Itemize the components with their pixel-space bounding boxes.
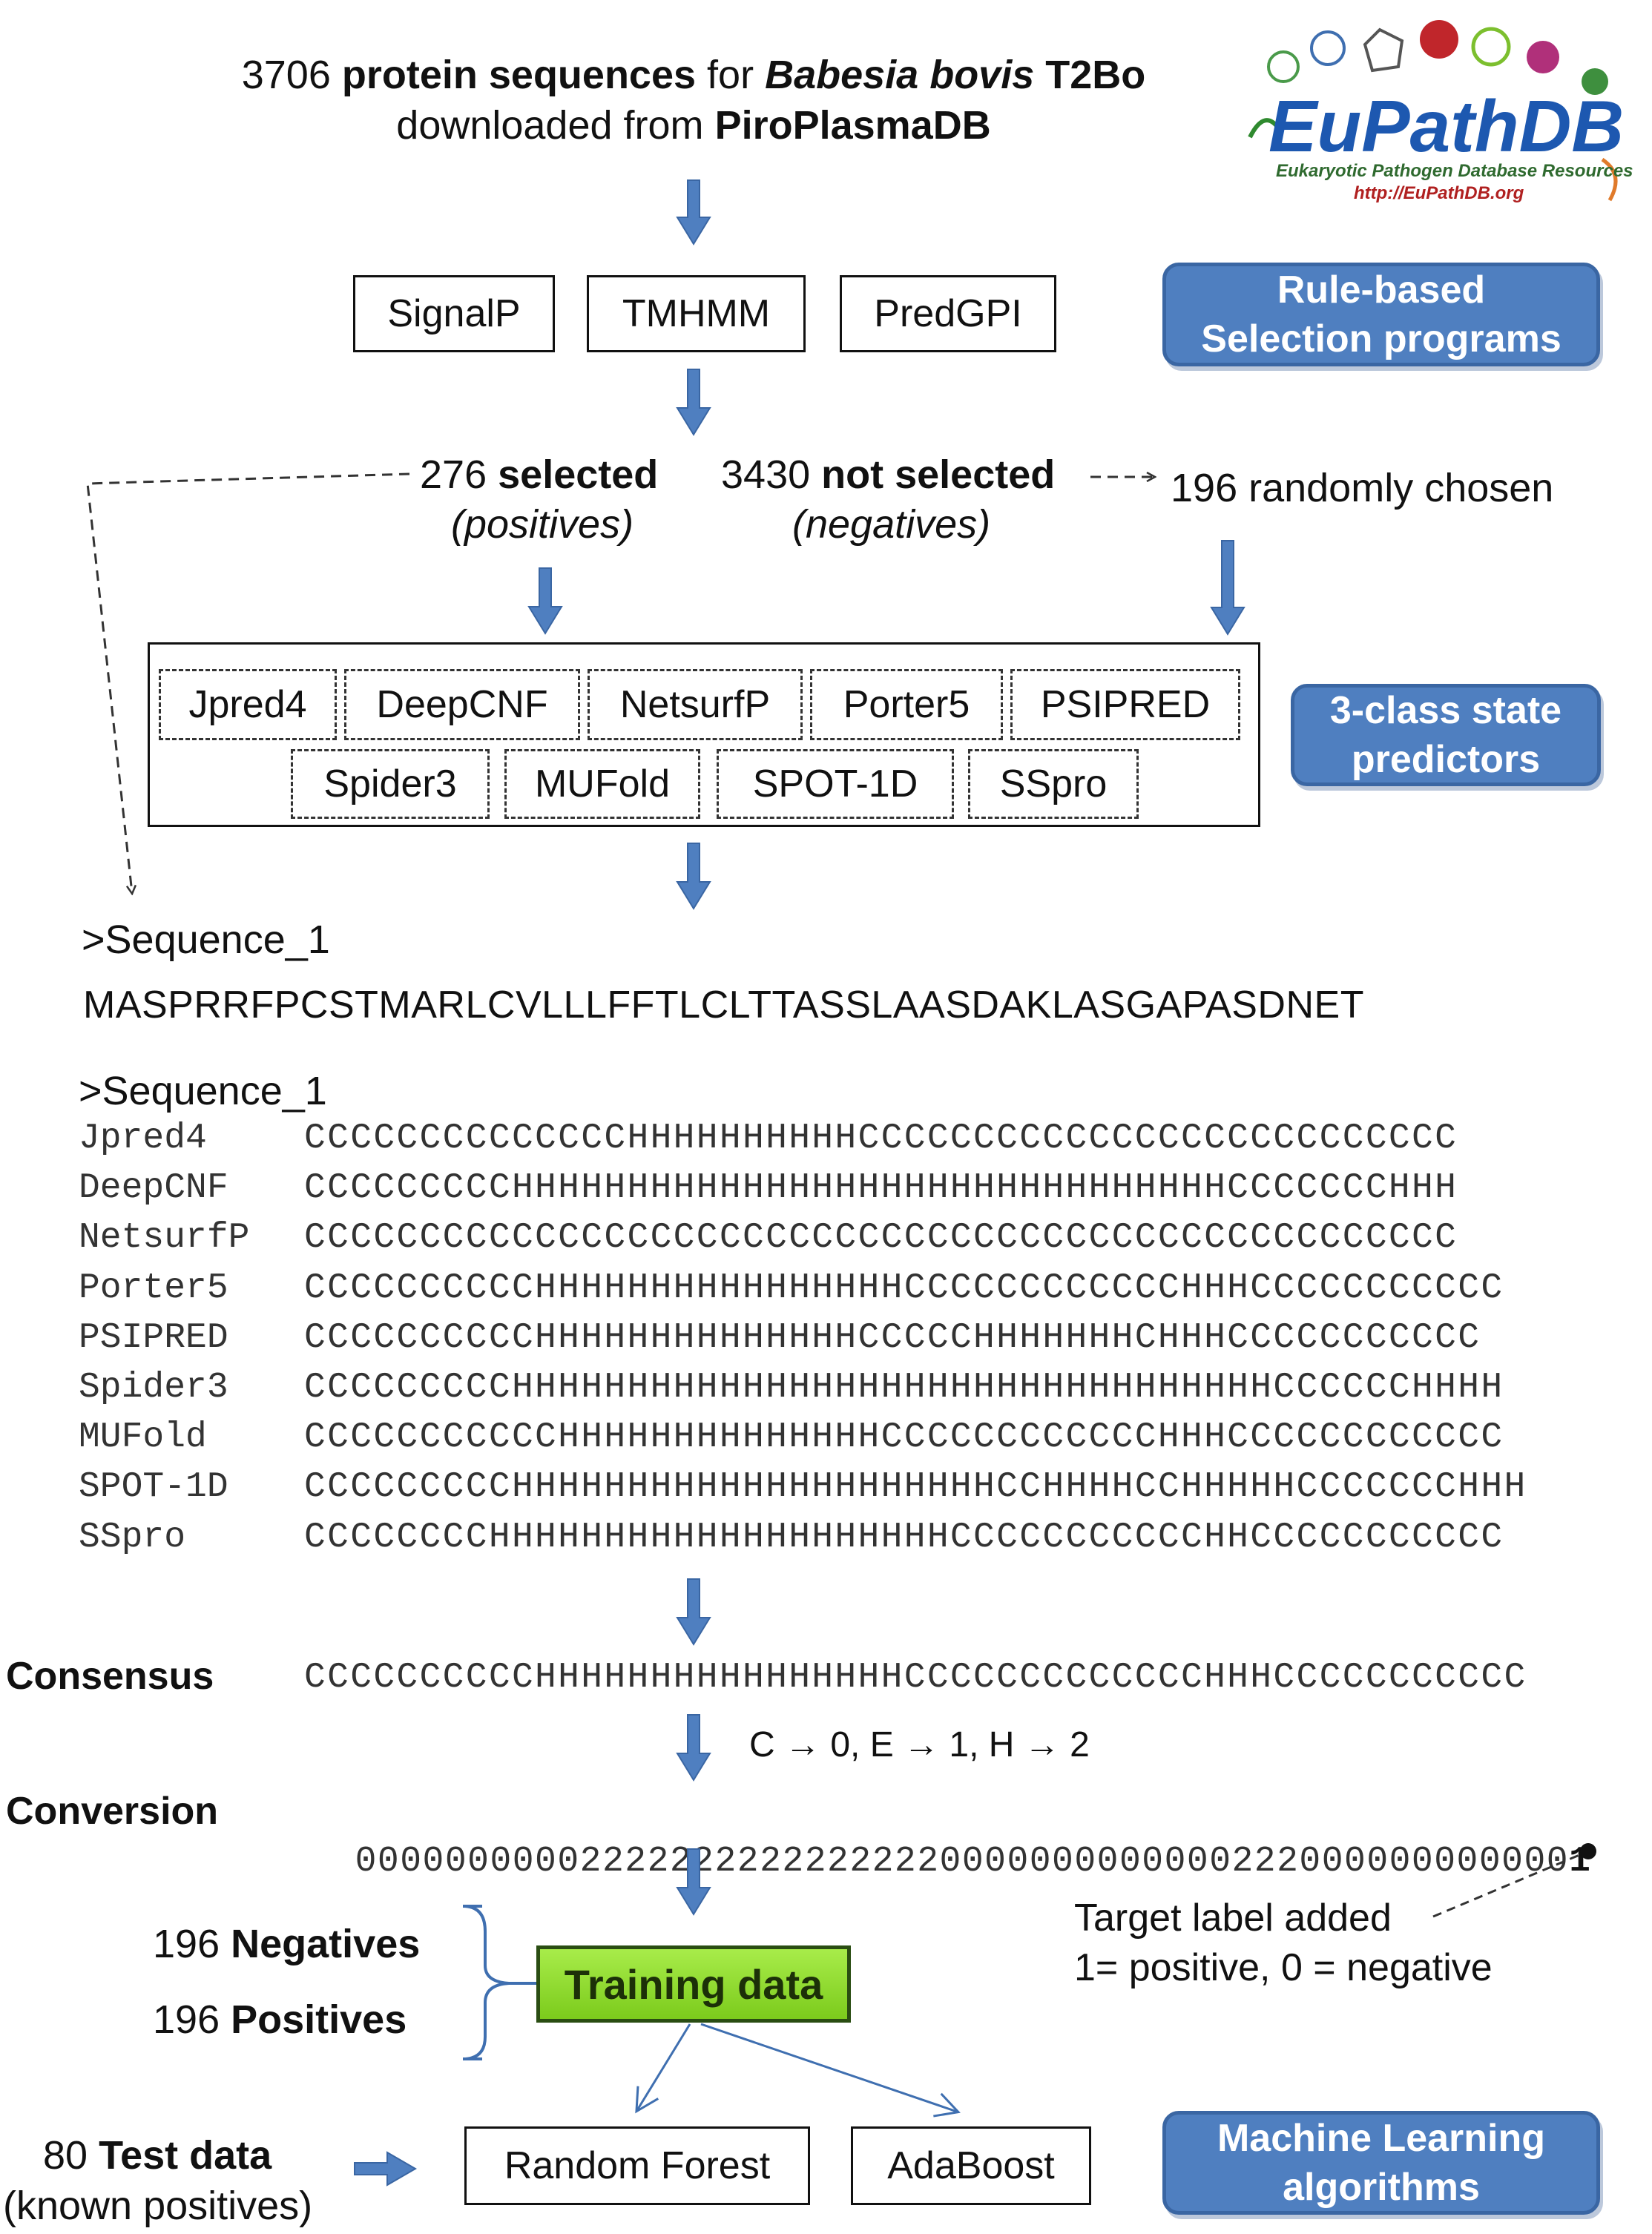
prediction-row: NetsurfP CCCCCCCCCCCCCCCCCCCCCCCCCCCCCCCC…	[79, 1213, 1458, 1262]
prediction-row: DeepCNF CCCCCCCCCHHHHHHHHHHHHHHHHHHHHHHHH…	[79, 1164, 1458, 1213]
down-arrow-4	[676, 1578, 711, 1646]
selected-line: 276 selected	[420, 452, 659, 497]
down-arrow-3	[676, 843, 711, 910]
down-arrow-5	[676, 1714, 711, 1782]
predictor-name: NetsurfP	[79, 1218, 250, 1259]
predictor-panel	[148, 642, 1260, 827]
eupathdb-logo: EuPathDB Eukaryotic Pathogen Database Re…	[1217, 11, 1647, 215]
prediction-row: PSIPRED CCCCCCCCCCHHHHHHHHHHHHHHCCCCCHHHH…	[79, 1314, 1481, 1363]
header-line-1: 3706 protein sequences for Babesia bovis…	[241, 53, 1146, 97]
predicted-structure: CCCCCCCCCCHHHHHHHHHHHHHHCCCCCHHHHHHHCHHH…	[304, 1317, 1481, 1358]
down-arrow-6	[676, 1848, 711, 1916]
predictor-name: MUFold	[79, 1417, 207, 1458]
right-arrow-test	[354, 2151, 417, 2187]
negatives-sub: (negatives)	[792, 502, 991, 547]
fasta-sequence: MASPRRFPCSTMARLCVLLLFFTLCLTTASSLAASDAKLA…	[83, 983, 1364, 1027]
prediction-row: Jpred4 CCCCCCCCCCCCCCHHHHHHHHHHCCCCCCCCCC…	[79, 1114, 1458, 1163]
ml-label: Machine Learning algorithms	[1162, 2111, 1600, 2215]
adaboost-box: AdaBoost	[851, 2126, 1091, 2205]
random-forest-box: Random Forest	[464, 2126, 810, 2205]
prediction-row: Spider3 CCCCCCCCCHHHHHHHHHHHHHHHHHHHHHHHH…	[79, 1363, 1504, 1412]
prediction-header: >Sequence_1	[79, 1069, 327, 1113]
predictor-name: PSIPRED	[79, 1317, 228, 1358]
target-dot	[1580, 1843, 1596, 1859]
dashed-connector-positives	[86, 472, 410, 893]
arrow-to-random-forest	[635, 2023, 691, 2114]
logo-name: EuPathDB	[1268, 85, 1625, 167]
fasta-header: >Sequence_1	[82, 917, 330, 962]
predictor-porter5: Porter5	[810, 669, 1003, 740]
predictor-name: Jpred4	[79, 1118, 207, 1159]
rule-based-label: Rule-based Selection programs	[1162, 263, 1600, 366]
prediction-row: SSpro CCCCCCCCHHHHHHHHHHHHHHHHHHHHCCCCCCC…	[79, 1513, 1504, 1562]
mapping-rule: C → 0, E → 1, H → 2	[749, 1725, 1090, 1765]
prediction-row: SPOT-1D CCCCCCCCCHHHHHHHHHHHHHHHHHHHHHCCH…	[79, 1463, 1527, 1512]
predicted-structure: CCCCCCCCCCHHHHHHHHHHHHHHHHCCCCCCCCCCCCHH…	[304, 1268, 1504, 1308]
logo-url: http://EuPathDB.org	[1354, 183, 1524, 203]
predicted-structure: CCCCCCCCCCCHHHHHHHHHHHHHHCCCCCCCCCCCCHHH…	[304, 1417, 1504, 1458]
down-arrow-2	[676, 369, 711, 436]
prediction-row: Porter5 CCCCCCCCCCHHHHHHHHHHHHHHHHCCCCCCC…	[79, 1264, 1504, 1313]
predicted-structure: CCCCCCCCCCCCCCHHHHHHHHHHCCCCCCCCCCCCCCCC…	[304, 1118, 1458, 1159]
training-data-box: Training data	[536, 1945, 851, 2023]
predictor-name: Spider3	[79, 1368, 228, 1408]
tmhmm-box: TMHMM	[587, 275, 806, 352]
brace-icon	[462, 1905, 510, 2060]
test-data-sub: (known positives)	[3, 2184, 313, 2228]
positives-sub: (positives)	[451, 502, 634, 547]
logo-tagline: Eukaryotic Pathogen Database Resources	[1276, 161, 1633, 181]
conversion-label: Conversion	[6, 1790, 219, 1833]
random-chosen: 196 randomly chosen	[1171, 466, 1554, 510]
target-note-1: Target label added	[1074, 1897, 1392, 1940]
predicted-structure: CCCCCCCCHHHHHHHHHHHHHHHHHHHHCCCCCCCCCCCH…	[304, 1517, 1504, 1558]
predictor-name: SSpro	[79, 1517, 186, 1558]
negatives-count: 196 Negatives	[153, 1922, 421, 1966]
signalp-box: SignalP	[353, 275, 555, 352]
down-arrow-positives	[527, 567, 563, 635]
predicted-structure: CCCCCCCCCCCCCCCCCCCCCCCCCCCCCCCCCCCCCCCC…	[304, 1218, 1458, 1259]
predictor-spot1d: SPOT-1D	[717, 749, 954, 819]
test-data: 80 Test data	[43, 2133, 272, 2178]
arrow-to-adaboost	[700, 2023, 961, 2118]
consensus-sequence: CCCCCCCCCCHHHHHHHHHHHHHHHHCCCCCCCCCCCCCH…	[304, 1658, 1527, 1698]
not-selected-line: 3430 not selected	[721, 452, 1056, 497]
consensus-label: Consensus	[6, 1655, 214, 1698]
predictor-name: Porter5	[79, 1268, 228, 1308]
predictor-psipred: PSIPRED	[1010, 669, 1240, 740]
predictor-deepcnf: DeepCNF	[344, 669, 580, 740]
predictor-spider3: Spider3	[291, 749, 490, 819]
predicted-structure: CCCCCCCCCHHHHHHHHHHHHHHHHHHHHHHHHHHHHHHH…	[304, 1168, 1458, 1209]
logo-organisms-icon	[1248, 20, 1618, 202]
predicted-structure: CCCCCCCCCHHHHHHHHHHHHHHHHHHHHHCCHHHHCCHH…	[304, 1467, 1527, 1508]
predictor-name: DeepCNF	[79, 1168, 228, 1209]
predicted-structure: CCCCCCCCCHHHHHHHHHHHHHHHHHHHHHHHHHHHHHHH…	[304, 1368, 1504, 1408]
prediction-row: MUFold CCCCCCCCCCCHHHHHHHHHHHHHHCCCCCCCCC…	[79, 1413, 1504, 1462]
down-arrow-negatives	[1210, 540, 1245, 636]
target-pointer	[1432, 1850, 1589, 1918]
predictor-name: SPOT-1D	[79, 1467, 228, 1508]
predictor-sspro: SSpro	[968, 749, 1139, 819]
predictors-label: 3-class state predictors	[1291, 684, 1601, 786]
predictor-jpred4: Jpred4	[159, 669, 337, 740]
positives-count: 196 Positives	[153, 1997, 407, 2042]
header-line-2: downloaded from PiroPlasmaDB	[396, 103, 991, 148]
predictor-mufold: MUFold	[504, 749, 700, 819]
predictor-netsurfp: NetsurfP	[588, 669, 803, 740]
target-note-2: 1= positive, 0 = negative	[1074, 1946, 1493, 1989]
predgpi-box: PredGPI	[840, 275, 1056, 352]
down-arrow-1	[676, 179, 711, 246]
